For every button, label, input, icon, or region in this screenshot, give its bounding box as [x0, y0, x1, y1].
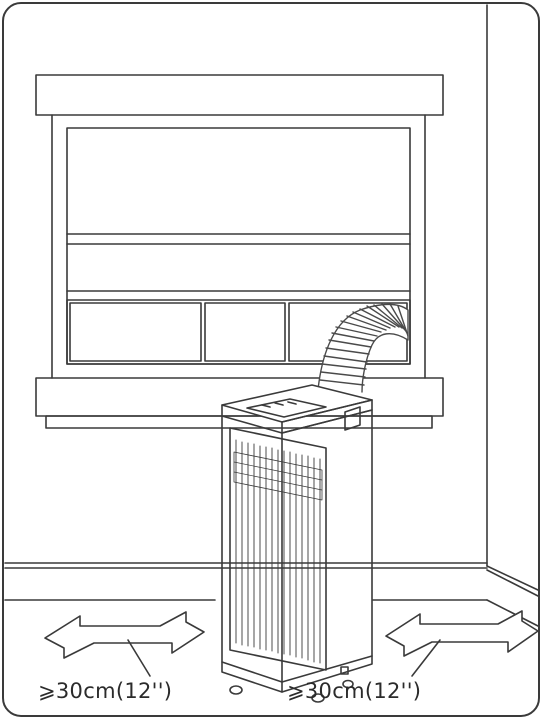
right-clearance-arrow: [385, 610, 539, 677]
skirting-board: [4, 562, 539, 627]
front-grille-louvers: [233, 439, 323, 664]
air-conditioner-unit: [221, 384, 373, 703]
right-wall-floor-line: [486, 565, 539, 591]
exhaust-hose: [317, 303, 409, 393]
right-clearance-label: ⩾30cm(12''): [287, 679, 422, 703]
window-sill: [35, 377, 444, 429]
left-clearance-label: ⩾30cm(12''): [38, 679, 173, 703]
window-header: [35, 74, 444, 116]
left-clearance-arrow: [44, 611, 205, 677]
